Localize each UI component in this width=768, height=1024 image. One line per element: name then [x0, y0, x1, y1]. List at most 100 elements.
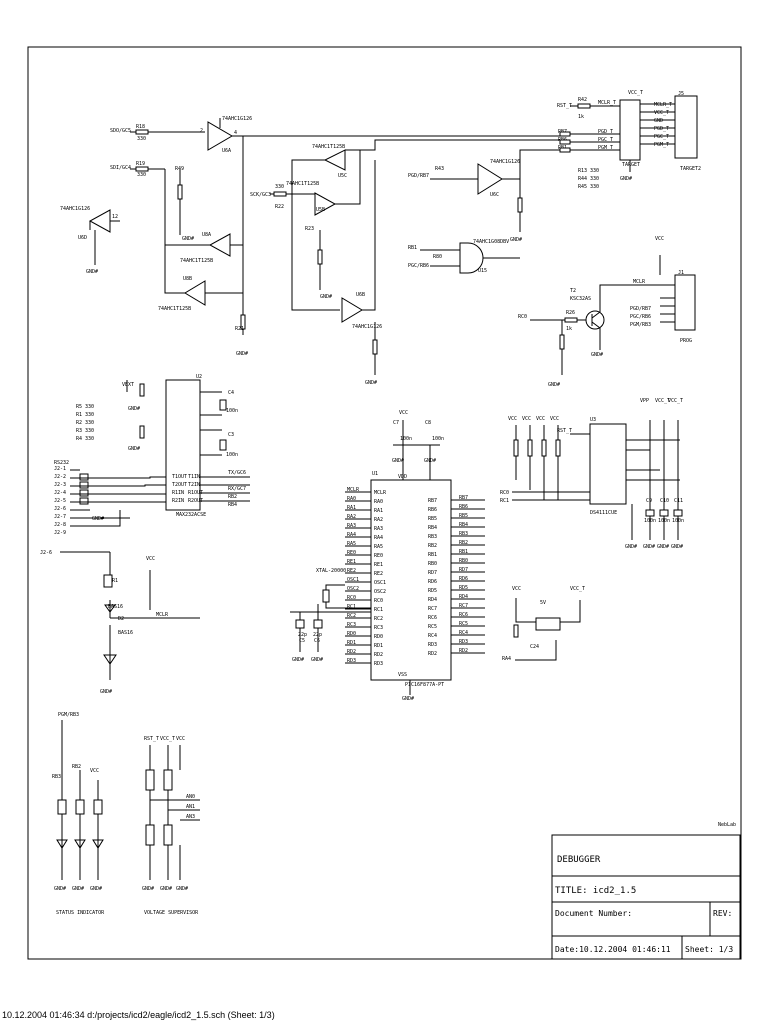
- svg-text:PROG: PROG: [680, 338, 692, 344]
- svg-text:22p: 22p: [298, 632, 307, 638]
- svg-text:R22: R22: [275, 204, 284, 210]
- u1-net-right: RD4: [459, 594, 468, 600]
- svg-text:PGC/RB6: PGC/RB6: [630, 314, 651, 320]
- svg-text:R1IN: R1IN: [172, 490, 184, 496]
- u1-net-left: RD3: [347, 658, 356, 664]
- svg-text:R1 330: R1 330: [76, 412, 94, 418]
- svg-text:74AHC1T125B: 74AHC1T125B: [312, 144, 345, 150]
- voltage-label: VOLTAGE SUPERVISOR: [144, 910, 199, 916]
- svg-text:PGC_T: PGC_T: [654, 134, 669, 140]
- u1-net-right: RB0: [459, 558, 468, 564]
- svg-text:RST_T: RST_T: [557, 103, 572, 109]
- svg-text:J2-9: J2-9: [54, 530, 66, 536]
- u1-pin-left: RD1: [374, 643, 383, 649]
- u1-net-left: RC0: [347, 595, 356, 601]
- project-name: DEBUGGER: [557, 855, 601, 865]
- sheet-text: Sheet: 1/3: [685, 945, 733, 954]
- svg-text:VSS: VSS: [398, 672, 407, 678]
- u1-pin-right: RD4: [428, 597, 437, 603]
- u1-pin-right: RD6: [428, 579, 437, 585]
- svg-text:T2IN: T2IN: [188, 482, 200, 488]
- svg-text:J2-6: J2-6: [54, 506, 66, 512]
- svg-text:J2-4: J2-4: [54, 490, 66, 496]
- svg-text:C11: C11: [674, 498, 683, 504]
- u1-pin-left: RC2: [374, 616, 383, 622]
- u1-net-right: RB6: [459, 504, 468, 510]
- svg-text:VCC: VCC: [399, 410, 408, 416]
- svg-text:GND#: GND#: [142, 886, 154, 892]
- svg-text:PGD/RB7: PGD/RB7: [630, 306, 651, 312]
- svg-text:1k: 1k: [566, 326, 572, 332]
- sheet-frame: [27, 46, 742, 960]
- svg-text:RC0: RC0: [500, 490, 509, 496]
- u1-pin-right: RB6: [428, 507, 437, 513]
- svg-text:U3: U3: [590, 417, 596, 423]
- u1-pin-left: RE2: [374, 571, 383, 577]
- u1-net-left: OSC2: [347, 586, 359, 592]
- net-sdo: SDO/GC5: [110, 128, 131, 134]
- svg-text:TARGET: TARGET: [622, 162, 640, 168]
- buffer-u5c: [323, 149, 346, 171]
- svg-text:R3 330: R3 330: [76, 428, 94, 434]
- buffer-u6c: [477, 163, 503, 195]
- footer-path: 10.12.2004 01:46:34 d:/projects/icd2/eag…: [2, 1010, 275, 1020]
- svg-text:MCLR: MCLR: [156, 612, 169, 618]
- svg-text:PGM_T: PGM_T: [654, 142, 669, 148]
- svg-text:J2-2: J2-2: [54, 474, 66, 480]
- u1-pin-right: RC4: [428, 633, 437, 639]
- svg-text:VCC: VCC: [536, 416, 545, 422]
- svg-text:330: 330: [275, 184, 284, 190]
- svg-text:GND#: GND#: [72, 886, 84, 892]
- svg-text:VCC: VCC: [176, 736, 185, 742]
- svg-text:PGM_T: PGM_T: [598, 145, 613, 151]
- svg-text:VCC: VCC: [522, 416, 531, 422]
- svg-text:KSC32AS: KSC32AS: [570, 296, 591, 302]
- chip-u2: [165, 379, 201, 511]
- svg-text:U8A: U8A: [202, 232, 211, 238]
- svg-text:PGD_T: PGD_T: [598, 129, 613, 135]
- svg-text:R44 330: R44 330: [578, 176, 599, 182]
- svg-text:VDD: VDD: [398, 474, 407, 480]
- title-text: TITLE: icd2_1.5: [555, 886, 636, 896]
- u1-pin-left: RC1: [374, 607, 383, 613]
- svg-text:GND#: GND#: [176, 886, 188, 892]
- u1-net-left: RD0: [347, 631, 356, 637]
- svg-text:RB2: RB2: [72, 764, 81, 770]
- svg-text:XTAL-20000: XTAL-20000: [316, 568, 346, 574]
- svg-text:J1: J1: [678, 270, 684, 276]
- svg-text:GND#: GND#: [643, 544, 655, 550]
- svg-text:U8B: U8B: [183, 276, 192, 282]
- svg-text:U15: U15: [478, 268, 487, 274]
- svg-text:R5 330: R5 330: [76, 404, 94, 410]
- u1-pin-left: RA3: [374, 526, 383, 532]
- buffer-u8a: [208, 233, 231, 257]
- svg-text:U6B: U6B: [356, 292, 365, 298]
- svg-text:GND#: GND#: [657, 544, 669, 550]
- svg-text:VCC_T: VCC_T: [668, 398, 683, 404]
- u1-net-left: RD2: [347, 649, 356, 655]
- svg-text:PGC_T: PGC_T: [598, 137, 613, 143]
- svg-text:2: 2: [200, 128, 203, 134]
- u1-pin-left: RC0: [374, 598, 383, 604]
- svg-text:SCK/GC3: SCK/GC3: [250, 192, 271, 198]
- svg-text:RA4: RA4: [502, 656, 511, 662]
- u1-net-left: RC3: [347, 622, 356, 628]
- svg-text:RC1: RC1: [500, 498, 509, 504]
- svg-text:MCLR_T: MCLR_T: [654, 102, 672, 108]
- buffer-u6a: [207, 121, 233, 151]
- u1-net-left: RA5: [347, 541, 356, 547]
- u1-pin-right: RC6: [428, 615, 437, 621]
- u1-net-right: RB1: [459, 549, 468, 555]
- rev-label: REV:: [713, 909, 732, 918]
- svg-text:R4 330: R4 330: [76, 436, 94, 442]
- svg-text:R19: R19: [136, 161, 145, 167]
- svg-text:74AHC1T125B: 74AHC1T125B: [180, 258, 213, 264]
- company-name: NebLab: [718, 822, 736, 828]
- svg-text:GND#: GND#: [625, 544, 637, 550]
- svg-text:R2 330: R2 330: [76, 420, 94, 426]
